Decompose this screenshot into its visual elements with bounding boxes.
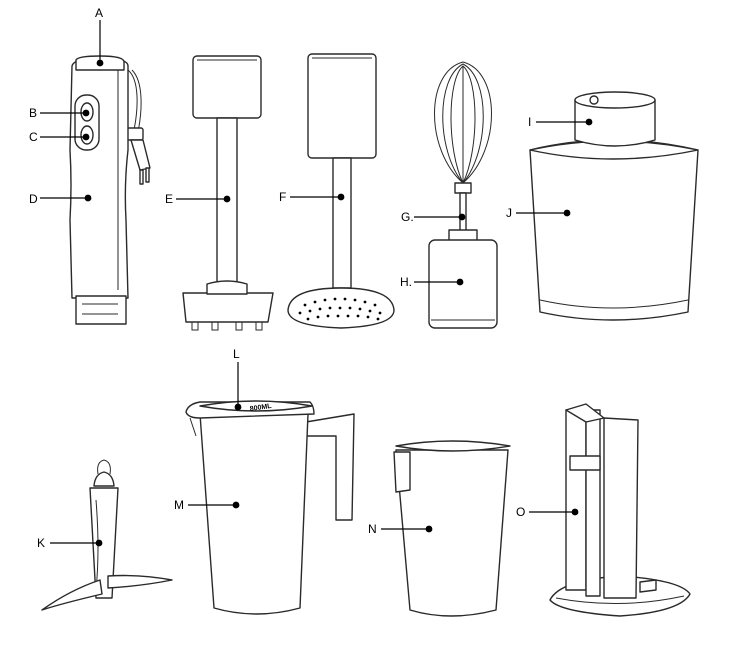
measuring-jug <box>185 401 355 615</box>
label-m: M <box>174 498 184 512</box>
masher <box>287 53 395 329</box>
label-d: D <box>29 192 38 206</box>
whisk-adapter <box>428 229 498 329</box>
motor-handle <box>69 55 151 325</box>
label-e: E <box>165 192 173 206</box>
callout-h: H. <box>400 275 464 289</box>
label-n: N <box>368 522 377 536</box>
chopper-lid <box>574 91 656 147</box>
callout-f: F <box>279 190 345 204</box>
label-j: J <box>506 206 512 220</box>
label-h: H. <box>400 275 412 289</box>
callout-n: N <box>368 522 433 536</box>
motor-coupling <box>75 295 127 325</box>
blender-shaft <box>182 55 274 331</box>
lid-marking: 800ML <box>249 403 272 413</box>
callout-a: A <box>95 6 104 67</box>
callout-k: K <box>37 536 103 550</box>
callout-b: B <box>29 106 90 120</box>
label-g: G. <box>401 210 414 224</box>
callout-j: J <box>506 206 571 220</box>
label-o: O <box>516 505 525 519</box>
callout-c: C <box>29 130 90 144</box>
jug-lid: 800ML <box>199 400 313 413</box>
label-f: F <box>279 190 286 204</box>
callout-l: L <box>233 347 242 411</box>
callout-i: I <box>528 115 593 129</box>
masher-holes <box>298 297 382 321</box>
label-a: A <box>95 6 103 20</box>
label-l: L <box>233 347 240 361</box>
label-i: I <box>528 115 531 129</box>
power-plug <box>126 127 151 185</box>
storage-stand <box>549 403 691 617</box>
label-c: C <box>29 130 38 144</box>
label-b: B <box>29 106 37 120</box>
callout-e: E <box>165 192 231 206</box>
chopper-bowl <box>529 139 699 321</box>
whisk <box>434 61 492 232</box>
callout-o: O <box>516 505 579 519</box>
callout-m: M <box>174 498 240 512</box>
label-k: K <box>37 536 45 550</box>
callout-g: G. <box>401 210 466 224</box>
beaker <box>393 440 511 617</box>
callout-d: D <box>29 192 92 206</box>
chopper-blade <box>41 459 173 611</box>
